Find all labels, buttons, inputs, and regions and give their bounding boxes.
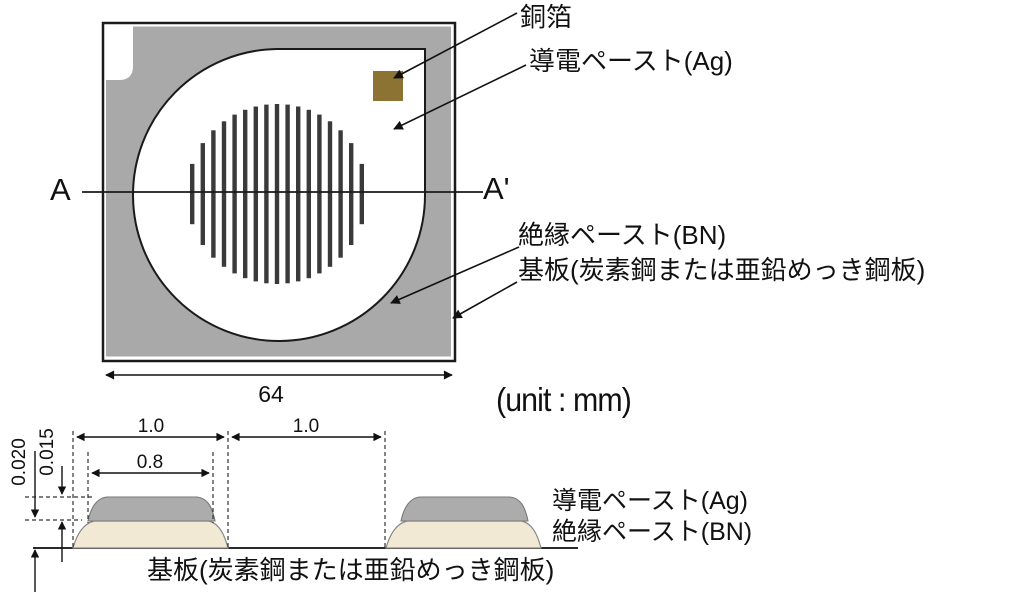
section-letter-A-prime: A' [483, 171, 510, 206]
substrate-label-section: 基板(炭素鋼または亜鉛めっき鋼板) [147, 555, 555, 585]
copper-foil-callout-arrow [393, 12, 518, 79]
thickness-dimension-lines [30, 451, 67, 592]
insulating-thickness-value: 0.020 [9, 438, 30, 486]
electrode-stripe [274, 104, 280, 284]
conductive-paste-layer-1 [87, 496, 216, 522]
electrode-stripe [253, 106, 258, 282]
insulating-paste-layer-2 [385, 520, 542, 549]
conductive-paste-label-top: 導電ペースト(Ag) [529, 46, 733, 76]
electrode-stripe [317, 114, 322, 274]
conductive-width-value: 0.8 [136, 452, 164, 473]
electrode-stripe [264, 104, 269, 284]
substrate-callout-arrow [452, 281, 518, 319]
substrate-label-top: 基板(炭素鋼または亜鉛めっき鋼板) [518, 255, 926, 285]
electrode-stripe [221, 121, 227, 267]
unit-note: (unit : mm) [496, 381, 632, 418]
electrode-stripe [359, 163, 364, 225]
electrode-stripe [306, 109, 311, 279]
conductive-paste-callout-arrow [393, 64, 527, 130]
conductive-paste-layer-2 [400, 496, 529, 522]
insulating-paste-label-top: 絶縁ペースト(BN) [518, 220, 727, 250]
corner-notch [106, 26, 133, 80]
section-letter-A: A [50, 172, 71, 207]
electrode-stripe [211, 130, 216, 258]
conductive-thickness-value: 0.015 [37, 428, 58, 476]
insulating-paste-label-section: 絶縁ペースト(BN) [552, 518, 753, 546]
electrode-stripe [338, 130, 343, 258]
conductive-paste-label-section: 導電ペースト(Ag) [552, 487, 748, 515]
electrode-width-value: 1.0 [137, 416, 165, 437]
electrode-stripe [190, 163, 195, 225]
electrode-stripe [296, 106, 301, 282]
extension-lines [25, 431, 386, 550]
insulating-paste-layer-1 [72, 520, 229, 549]
electrode-stripe [200, 143, 205, 245]
insulating-paste-callout-arrow [390, 246, 520, 304]
electrode-stripe [327, 121, 333, 267]
width-dimension-value: 64 [258, 381, 284, 407]
electrode-stripe [349, 143, 354, 245]
electrode-spacing-value: 1.0 [292, 416, 320, 437]
electrode-stripe [243, 109, 248, 279]
copper-foil-label: 銅箔 [520, 2, 573, 32]
electrode-stripe-pattern [190, 104, 364, 284]
electrode-stripe [232, 114, 237, 274]
electrode-stripe [285, 104, 290, 284]
